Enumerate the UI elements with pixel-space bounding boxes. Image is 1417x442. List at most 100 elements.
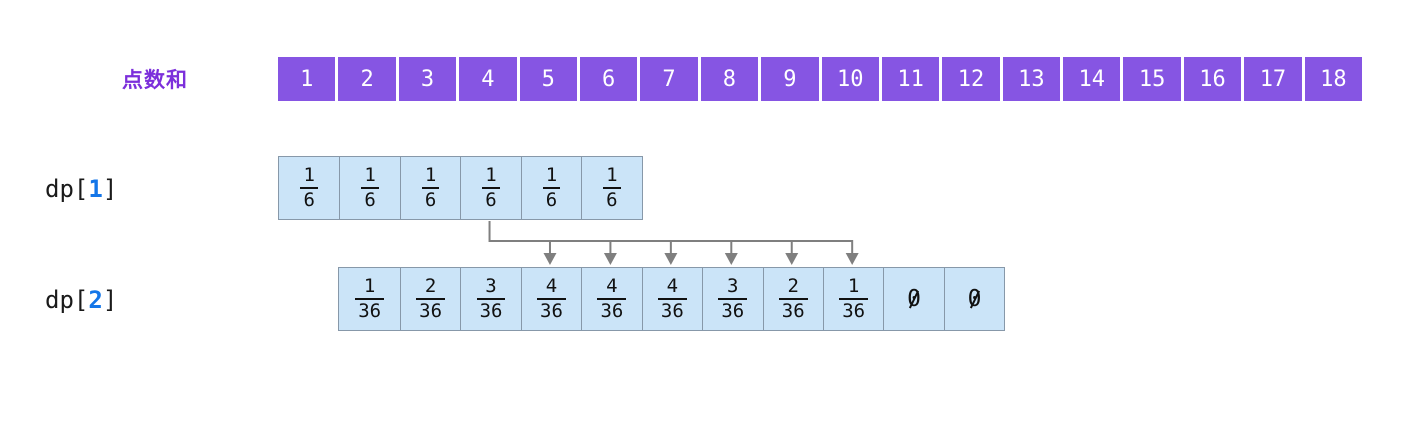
fraction-denominator: 36 xyxy=(597,298,627,321)
fraction-denominator: 36 xyxy=(718,298,748,321)
fraction-denominator: 36 xyxy=(416,298,446,321)
sum-axis-label: 点数和 xyxy=(122,69,188,92)
sum-header-cell: 16 xyxy=(1183,57,1242,101)
sum-header-cell: 1 xyxy=(278,57,336,101)
dp2-label: dp[2] xyxy=(45,267,117,332)
sum-header-cell: 6 xyxy=(579,57,638,101)
fraction-numerator: 2 xyxy=(787,275,799,297)
sum-header-cell: 7 xyxy=(640,57,698,101)
fraction-numerator: 1 xyxy=(363,275,376,297)
arrow-down-icon xyxy=(724,240,738,265)
sum-header-cell: 12 xyxy=(942,57,1000,101)
fraction-numerator: 1 xyxy=(545,164,558,186)
fraction-numerator: 4 xyxy=(666,275,679,297)
sum-header-cell: 2 xyxy=(338,57,396,101)
zero-value: 0 xyxy=(967,285,982,312)
zero-value: 0 xyxy=(907,285,922,312)
fraction-denominator: 36 xyxy=(839,298,869,321)
fraction-numerator: 1 xyxy=(364,164,376,186)
dp-cell: 0 xyxy=(883,268,944,330)
fraction-numerator: 3 xyxy=(485,275,497,297)
fraction-numerator: 3 xyxy=(727,275,739,297)
fraction-numerator: 2 xyxy=(424,275,437,297)
arrow-head xyxy=(543,253,557,265)
fraction-denominator: 6 xyxy=(421,187,440,210)
sum-header-cell: 4 xyxy=(459,57,517,101)
fraction-numerator: 4 xyxy=(606,275,618,297)
arrow-head xyxy=(603,253,617,265)
arrow-head xyxy=(724,253,738,265)
dp-label-suffix: ] xyxy=(102,285,118,314)
dp1-index: 1 xyxy=(88,174,103,203)
dp-cell: 0 xyxy=(943,268,1005,330)
fraction-denominator: 6 xyxy=(300,187,318,210)
dp-label-suffix: ] xyxy=(102,174,118,203)
fraction-denominator: 6 xyxy=(603,187,621,210)
sum-header-cell: 8 xyxy=(700,57,759,101)
sum-header-cell: 13 xyxy=(1002,57,1061,101)
fraction-denominator: 36 xyxy=(778,298,808,321)
fraction-denominator: 36 xyxy=(657,298,687,321)
sum-header-cell: 14 xyxy=(1063,57,1121,101)
sum-header-cell: 3 xyxy=(398,57,457,101)
dp-label-prefix: dp[ xyxy=(45,285,89,314)
sum-header-cell: 18 xyxy=(1304,57,1363,101)
arrow-down-icon xyxy=(543,240,557,265)
arrow-head xyxy=(845,253,859,265)
arrow-down-icon xyxy=(785,240,799,265)
sum-header-cell: 15 xyxy=(1123,57,1181,101)
arrow-down-icon xyxy=(845,240,859,265)
arrow-down-icon xyxy=(664,240,678,265)
connector-line xyxy=(488,221,853,242)
sum-header-cell: 5 xyxy=(519,57,577,101)
fraction-numerator: 1 xyxy=(606,164,618,186)
dp2-index: 2 xyxy=(88,285,103,314)
fraction-denominator: 36 xyxy=(537,298,566,321)
sum-header-cell: 9 xyxy=(761,57,819,101)
fraction-denominator: 36 xyxy=(355,298,385,321)
sum-header-cell: 10 xyxy=(821,57,879,101)
fraction-denominator: 6 xyxy=(482,187,500,210)
fraction-numerator: 4 xyxy=(545,275,558,297)
fraction-denominator: 6 xyxy=(542,187,561,210)
dp-label-prefix: dp[ xyxy=(45,174,89,203)
arrow-down-icon xyxy=(603,240,617,265)
arrow-head xyxy=(785,253,799,265)
fraction-numerator: 1 xyxy=(424,164,437,186)
fraction-numerator: 1 xyxy=(485,164,497,186)
sum-header-cell: 11 xyxy=(881,57,940,101)
fraction-denominator: 36 xyxy=(476,298,506,321)
arrow-head xyxy=(664,253,678,265)
sum-header-cell: 17 xyxy=(1244,57,1302,101)
fraction-numerator: 1 xyxy=(303,164,315,186)
dp1-label: dp[1] xyxy=(45,156,117,221)
